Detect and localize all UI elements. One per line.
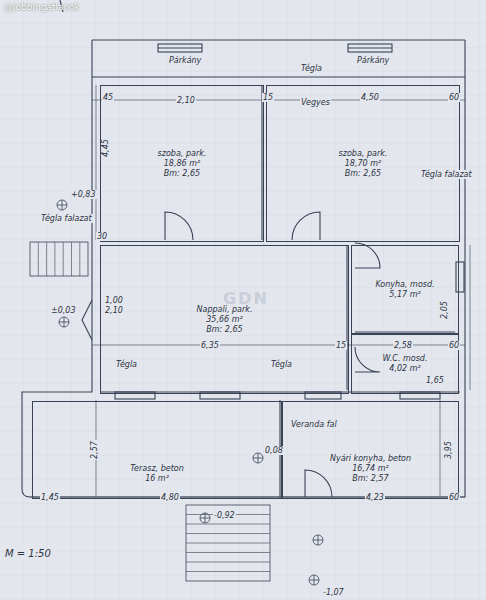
dimension-label: Veranda fal bbox=[290, 420, 338, 429]
dimension-label: 45 bbox=[102, 93, 114, 102]
tread bbox=[79, 242, 80, 276]
dimension-label: Tégla bbox=[115, 360, 138, 369]
dimension-label: 60 bbox=[448, 493, 460, 502]
dimension-label: ±0,03 bbox=[50, 306, 77, 315]
tread bbox=[186, 562, 270, 563]
tread bbox=[186, 524, 270, 525]
dimension-label: 4,80 bbox=[160, 493, 180, 502]
tread bbox=[186, 543, 270, 544]
tread bbox=[38, 242, 39, 276]
room-label: 16 m² bbox=[144, 474, 170, 484]
dimension-label: 1,65 bbox=[425, 376, 445, 385]
room-label: W.C. mosd. bbox=[382, 354, 429, 364]
dimension-label: 2,58 bbox=[393, 341, 413, 350]
tread bbox=[186, 552, 270, 553]
dimension-label: Tégla bbox=[300, 64, 323, 73]
dimension-label: 60 bbox=[448, 93, 460, 102]
room-box: Nyári konyha, beton16,74 m²Bm: 2,57 bbox=[282, 401, 459, 499]
dimension-label: 2,10 bbox=[176, 96, 196, 105]
dimension-label: Párkány bbox=[168, 56, 202, 65]
dimension-label: 4,50 bbox=[360, 93, 380, 102]
dimension-label: 0,08 bbox=[264, 446, 284, 455]
room-label: 18,70 m² bbox=[344, 159, 382, 169]
dimension-label: Tégla bbox=[270, 360, 293, 369]
tread bbox=[54, 242, 55, 276]
dimension-label: 15 bbox=[335, 341, 347, 350]
walls bbox=[22, 0, 470, 497]
dimension-label: 1,45 bbox=[40, 493, 60, 502]
dimension-label: 3,95 bbox=[444, 440, 453, 460]
tread bbox=[186, 571, 270, 572]
room-label: Nyári konyha, beton bbox=[329, 454, 412, 464]
dimension-label: Vegyes bbox=[300, 98, 331, 107]
scale-note: M = 1:50 bbox=[4, 548, 52, 559]
room-label: Terasz, beton bbox=[129, 464, 185, 474]
watermark: @jobbingatlanok bbox=[3, 3, 81, 12]
room-box: szoba, park.18,86 m²Bm: 2,65 bbox=[100, 85, 264, 242]
dimension-label: 30 bbox=[96, 232, 108, 241]
dimension-label: 2,10 bbox=[104, 306, 124, 315]
dimension-label: Tégla falazat bbox=[40, 214, 93, 223]
dimension-label: 15 bbox=[262, 93, 274, 102]
stair-treads bbox=[38, 242, 270, 572]
stairs bbox=[30, 242, 270, 581]
dimension-label: -1,07 bbox=[322, 588, 345, 597]
room-label: Konyha, mosd. bbox=[374, 280, 435, 290]
tread bbox=[71, 242, 72, 276]
room-label: Bm: 2,57 bbox=[351, 474, 389, 484]
room-label: szoba, park. bbox=[157, 149, 208, 159]
watermark: GDN bbox=[222, 290, 270, 308]
dimension-label: 60 bbox=[448, 341, 460, 350]
dimension-label: 4,45 bbox=[101, 138, 110, 158]
dimension-label: 2,05 bbox=[440, 300, 449, 320]
dimension-label: 4,23 bbox=[365, 493, 385, 502]
room-label: 35,66 m² bbox=[205, 315, 243, 325]
room-box: Nappali, park.35,66 m²Bm: 2,65 bbox=[100, 245, 349, 394]
room-box: szoba, park.18,70 m²Bm: 2,65 bbox=[266, 85, 460, 242]
dimension-label: -0,92 bbox=[213, 511, 236, 520]
tread bbox=[46, 242, 47, 276]
dimension-label: Tégla falazat bbox=[420, 170, 473, 179]
room-box: Konyha, mosd.5,17 m² bbox=[351, 245, 459, 334]
dimension-label: 6,35 bbox=[200, 341, 220, 350]
dimension-label: +0,83 bbox=[70, 190, 97, 199]
room-box: Terasz, beton16 m² bbox=[32, 401, 282, 499]
room-label: 4,02 m² bbox=[388, 364, 421, 374]
room-label: Bm: 2,65 bbox=[344, 169, 382, 179]
dimension-label: Párkány bbox=[356, 56, 390, 65]
room-label: Bm: 2,65 bbox=[163, 169, 201, 179]
room-label: szoba, park. bbox=[338, 149, 389, 159]
room-label: 16,74 m² bbox=[351, 464, 389, 474]
level-markers bbox=[57, 200, 323, 585]
dimension-label: 2,57 bbox=[90, 440, 99, 460]
room-label: 18,86 m² bbox=[163, 159, 201, 169]
tread bbox=[63, 242, 64, 276]
room-label: Bm: 2,65 bbox=[205, 325, 243, 335]
tread bbox=[186, 533, 270, 534]
room-label: 5,17 m² bbox=[388, 290, 421, 300]
dimension-label: 1,00 bbox=[104, 296, 124, 305]
